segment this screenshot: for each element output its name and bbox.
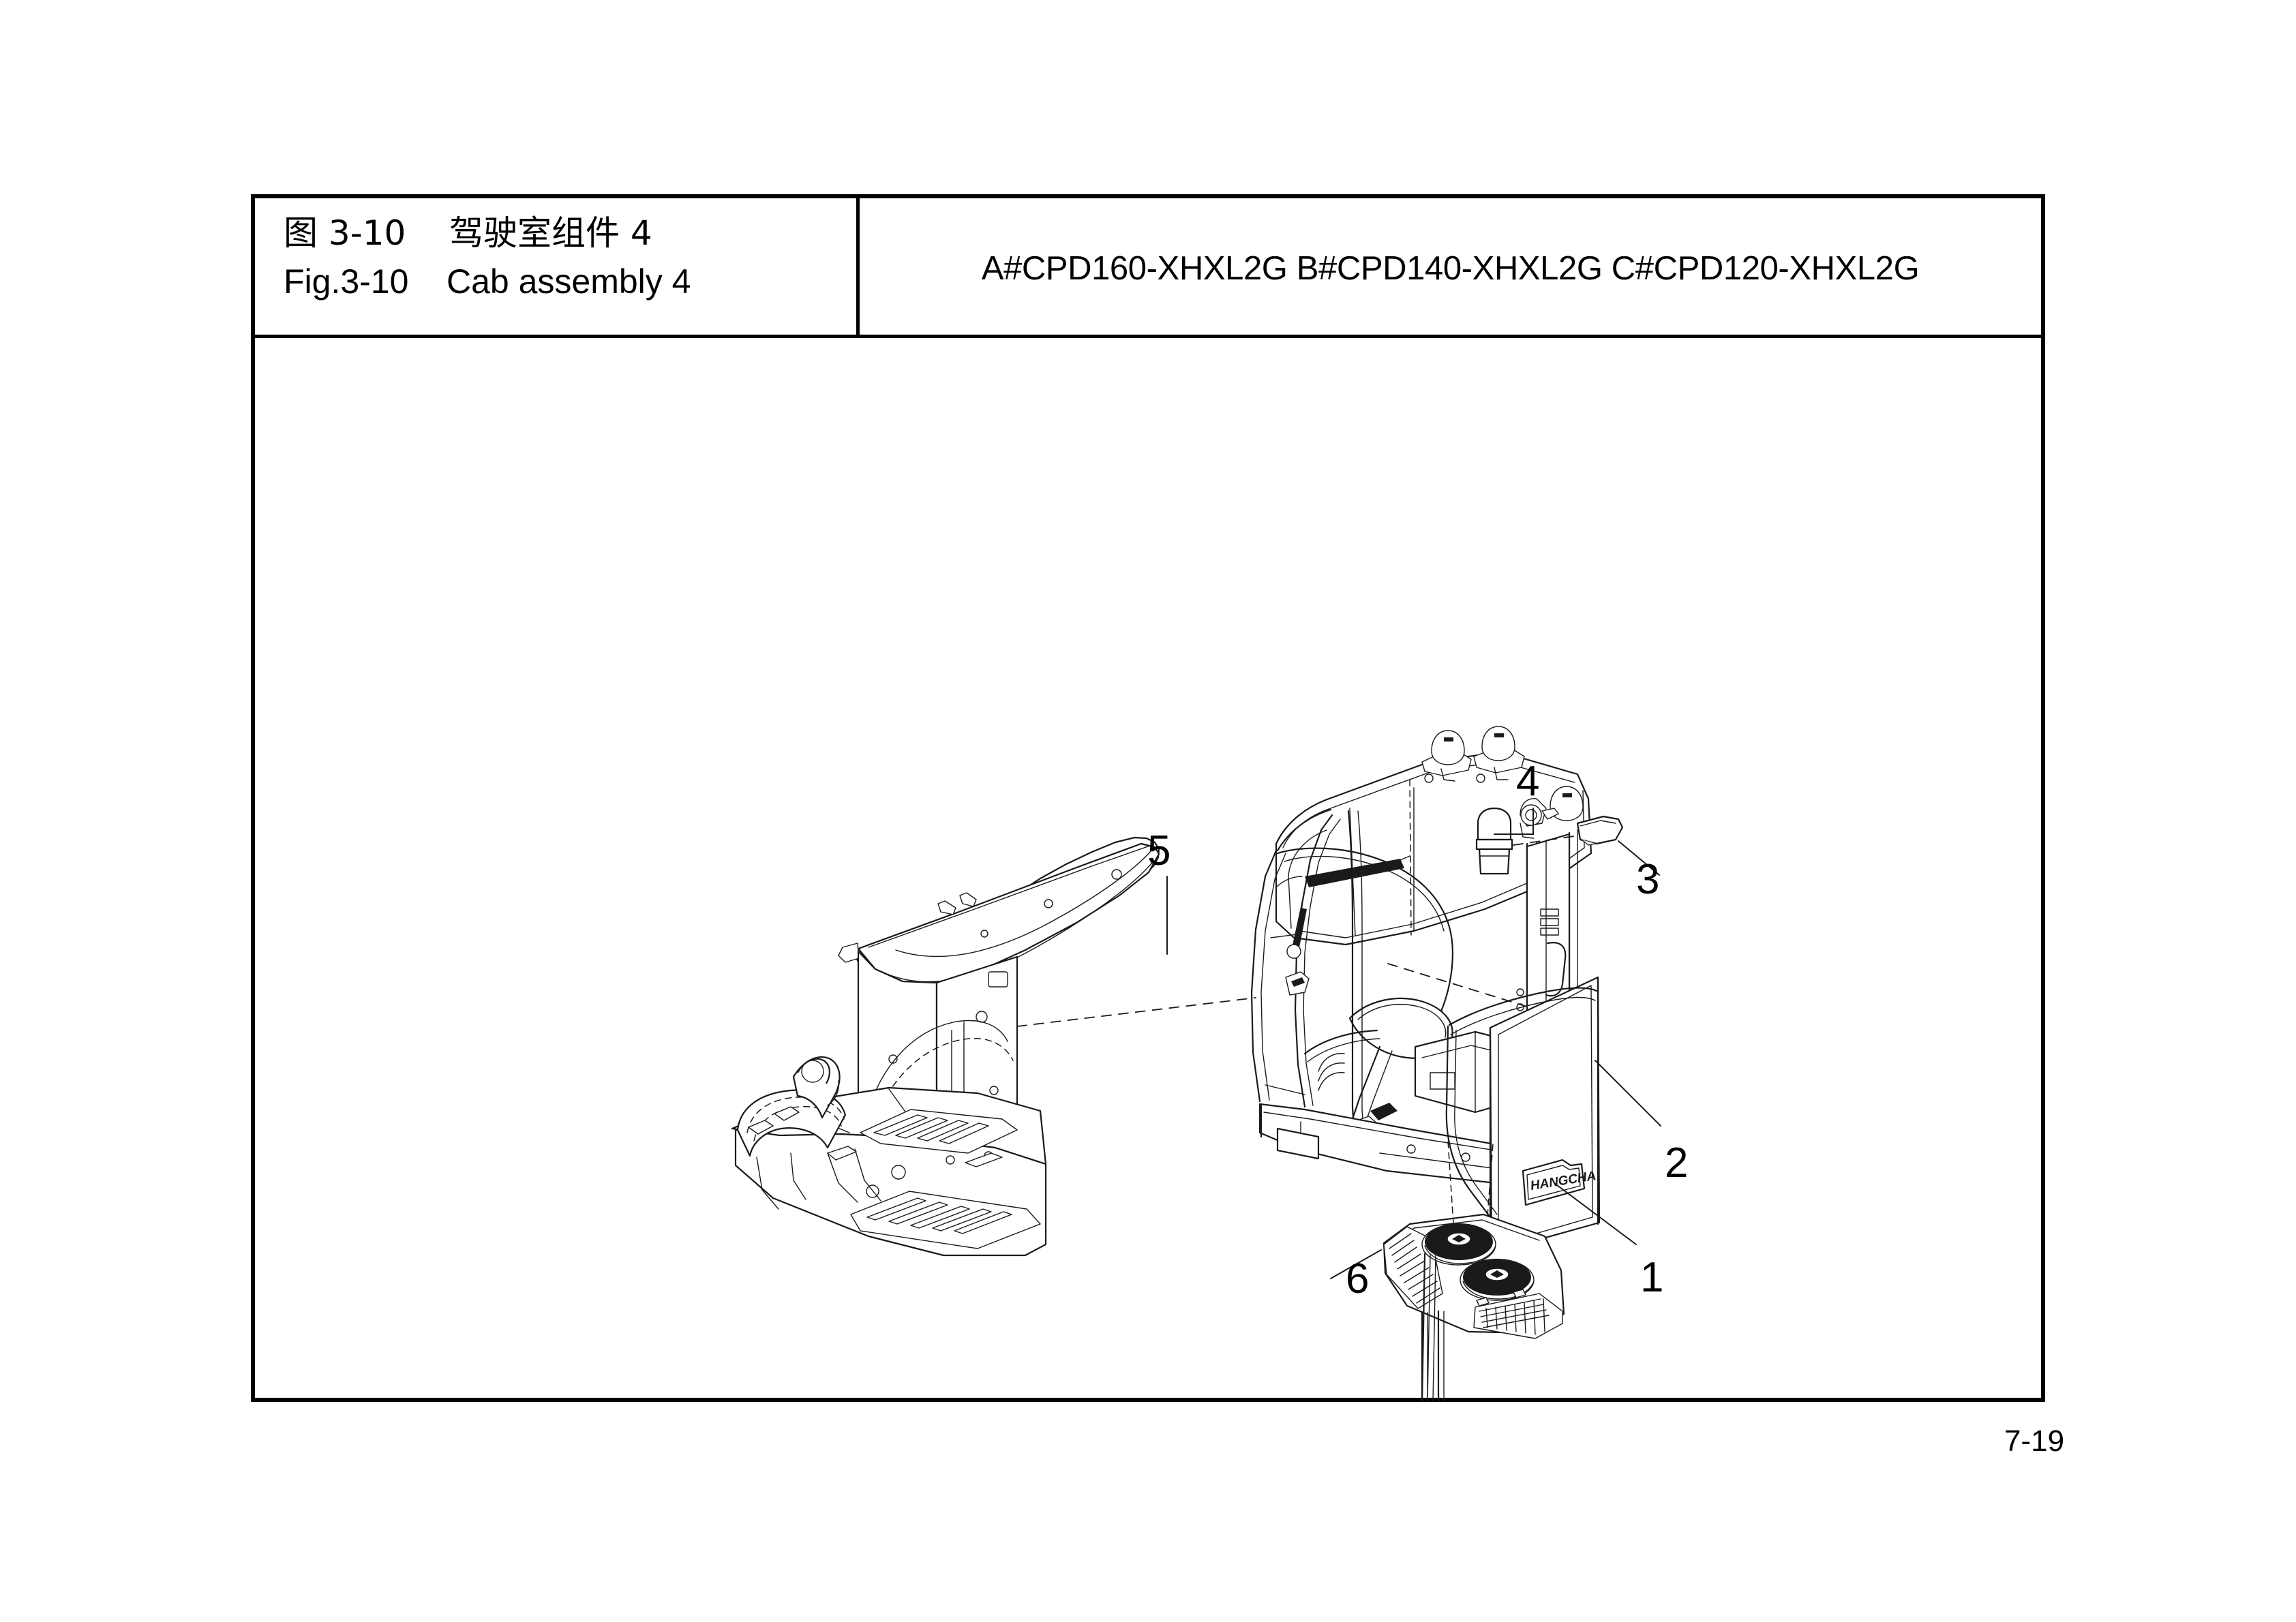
title-block-divider: [856, 198, 860, 338]
part-hose-and-compressor-assembly: [1421, 1310, 1445, 1402]
figure-caption-chinese: 图 3-10 驾驶室组件 4: [284, 213, 652, 253]
technical-drawing-canvas: .ln { fill:none; stroke:#1a1a1a; stroke-…: [255, 338, 2041, 1402]
callout-3: 3: [1636, 856, 1660, 903]
callout-1: 1: [1640, 1254, 1664, 1301]
model-codes-text: A#CPD160-XHXL2G B#CPD140-XHXL2G C#CPD120…: [981, 249, 1920, 287]
figure-caption-english: Fig.3-10 Cab assembly 4: [284, 262, 691, 301]
callout-4: 4: [1516, 758, 1540, 805]
callout-2: 2: [1665, 1139, 1689, 1187]
part-rotating-beacon-lamp: [1475, 807, 1534, 875]
part-condenser-fan-unit: [1330, 1140, 1565, 1402]
model-codes-cell: A#CPD160-XHXL2G B#CPD140-XHXL2G C#CPD120…: [860, 198, 2041, 338]
figure-caption: 图 3-10 驾驶室组件 4 Fig.3-10 Cab assembly 4: [284, 213, 843, 302]
page-number: 7-19: [2004, 1424, 2065, 1458]
part-floor-plate-assembly: [731, 1056, 1047, 1257]
callout-5: 5: [1147, 827, 1171, 874]
part-roof-deflector-bracket: [1513, 815, 1660, 876]
exploded-assembly-illustration: .ln { fill:none; stroke:#1a1a1a; stroke-…: [731, 726, 1661, 1402]
callout-6: 6: [1346, 1255, 1370, 1302]
drawing-frame: 图 3-10 驾驶室组件 4 Fig.3-10 Cab assembly 4 A…: [251, 194, 2045, 1402]
part-cab-door-glass-panel: HANGCHA: [1445, 976, 1661, 1258]
title-block: 图 3-10 驾驶室组件 4 Fig.3-10 Cab assembly 4 A…: [255, 198, 2041, 338]
